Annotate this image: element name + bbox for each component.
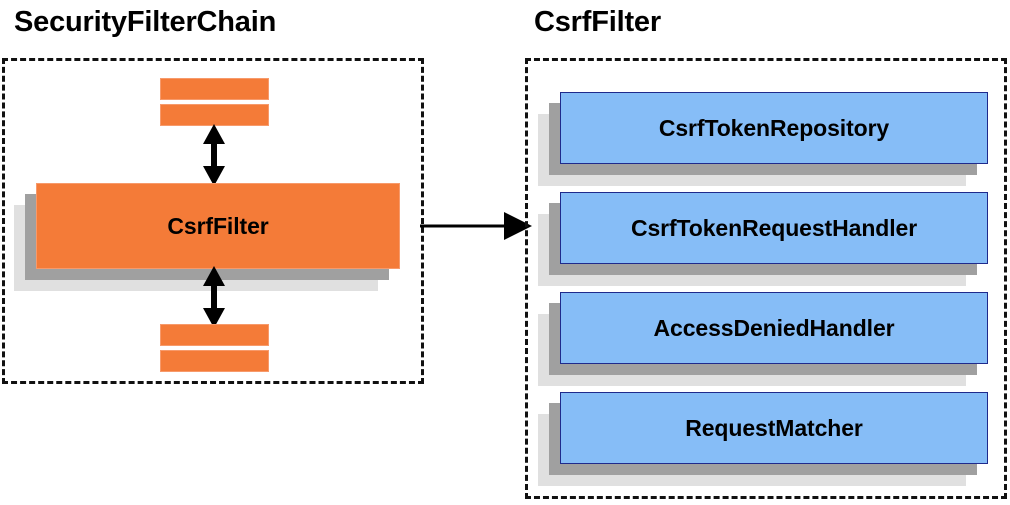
panel-title-security-filter-chain: SecurityFilterChain (14, 6, 277, 38)
panel-title-csrf-filter: CsrfFilter (534, 6, 661, 38)
card-label: CsrfTokenRequestHandler (630, 214, 918, 241)
card-access-denied-handler[interactable]: AccessDeniedHandler (538, 292, 988, 386)
card-label: CsrfTokenRepository (658, 114, 890, 141)
panel-security-filter-chain (2, 58, 424, 384)
double-arrow-down-icon (203, 266, 225, 328)
card-face: CsrfTokenRequestHandler (560, 192, 988, 264)
card-label: AccessDeniedHandler (653, 314, 895, 341)
card-csrf-token-request-handler[interactable]: CsrfTokenRequestHandler (538, 192, 988, 286)
filter-bar-bottom-2 (160, 350, 269, 372)
card-label: RequestMatcher (685, 414, 863, 441)
card-label: CsrfFilter (167, 212, 269, 239)
expansion-arrow-icon (420, 212, 532, 240)
filter-bar-top-2 (160, 104, 269, 126)
card-face: CsrfFilter (36, 183, 400, 269)
card-face: AccessDeniedHandler (560, 292, 988, 364)
card-face: CsrfTokenRepository (560, 92, 988, 164)
card-face: RequestMatcher (560, 392, 988, 464)
card-csrf-filter[interactable]: CsrfFilter (14, 183, 400, 291)
filter-bar-bottom-1 (160, 324, 269, 346)
card-request-matcher[interactable]: RequestMatcher (538, 392, 988, 486)
double-arrow-up-icon (203, 124, 225, 186)
panel-csrf-filter-detail (525, 58, 1007, 499)
card-csrf-token-repository[interactable]: CsrfTokenRepository (538, 92, 988, 186)
filter-bar-top-1 (160, 78, 269, 100)
